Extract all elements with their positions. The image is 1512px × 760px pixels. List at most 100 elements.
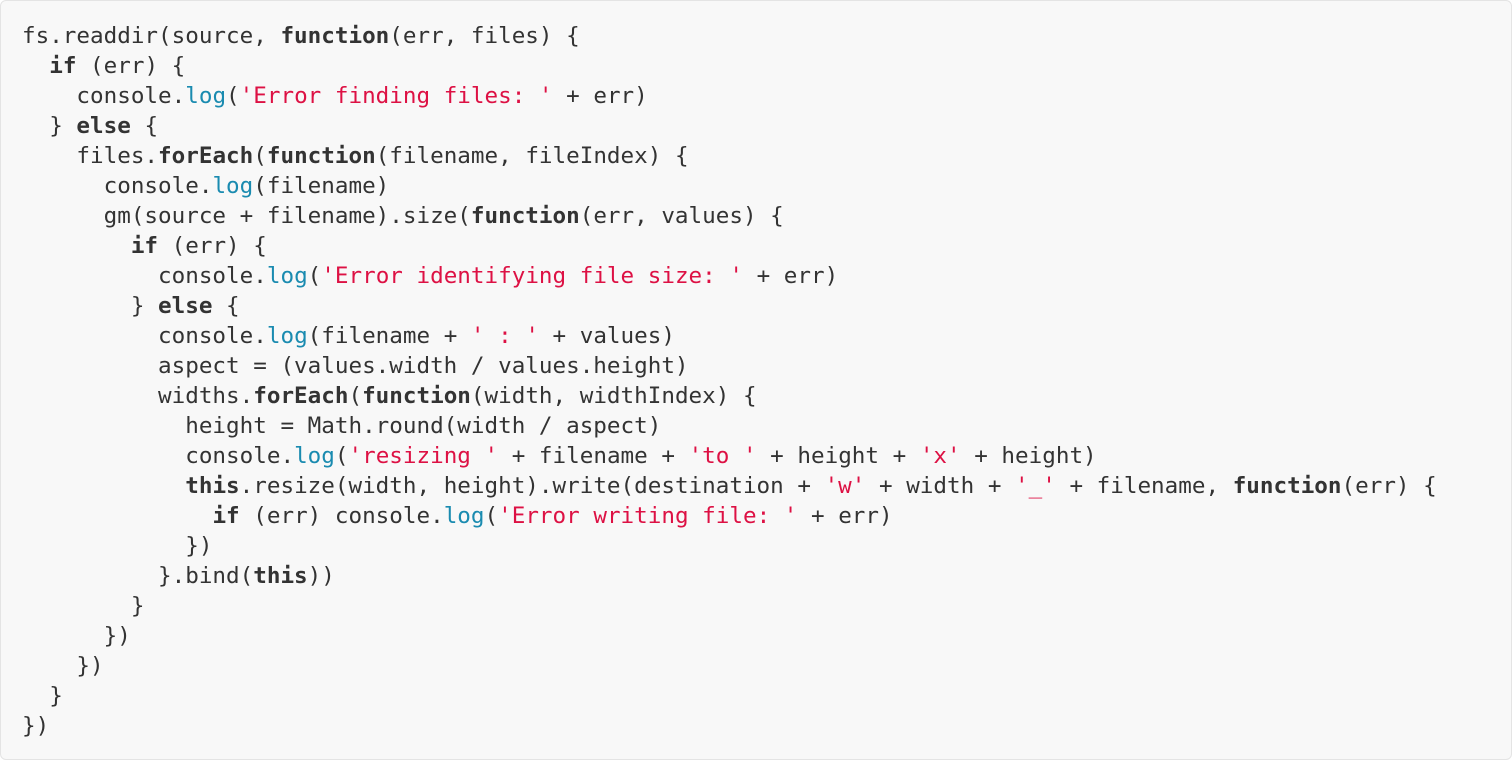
code-token: (	[334, 443, 349, 469]
keyword-token: if	[130, 233, 159, 259]
code-token: (width, widthIndex) {	[470, 383, 757, 409]
keyword-token: this	[185, 473, 240, 499]
keyword-token: function	[470, 203, 580, 229]
code-token: + err)	[742, 263, 839, 289]
code-line: console.log('Error finding files: ' + er…	[22, 81, 1437, 111]
code-token: height = Math.round(width / aspect)	[22, 413, 662, 439]
code-line: this.resize(width, height).write(destina…	[22, 471, 1437, 501]
code-token: files.	[22, 143, 159, 169]
keyword-token: function	[266, 143, 376, 169]
string-token: 'w'	[824, 473, 866, 499]
function-token: log	[266, 263, 308, 289]
code-token: (err, files) {	[389, 23, 580, 49]
code-line: console.log('Error identifying file size…	[22, 261, 1437, 291]
code-token: (filename)	[253, 173, 390, 199]
code-token: widths.	[22, 383, 254, 409]
keyword-token: forEach	[253, 383, 349, 409]
keyword-token: else	[76, 113, 131, 139]
string-token: 'x'	[919, 443, 961, 469]
code-token: })	[22, 713, 50, 739]
code-token: }	[22, 293, 159, 319]
code-line: } else {	[22, 111, 1437, 141]
function-token: log	[294, 443, 335, 469]
code-line: fs.readdir(source, function(err, files) …	[22, 21, 1437, 51]
code-token: {	[212, 293, 240, 319]
code-token: .resize(width, height).write(destination…	[239, 473, 825, 499]
code-line: gm(source + filename).size(function(err,…	[22, 201, 1437, 231]
code-token: + height)	[960, 443, 1097, 469]
keyword-token: function	[280, 23, 390, 49]
function-token: log	[185, 83, 227, 109]
code-token: console.	[22, 263, 267, 289]
code-token	[22, 473, 185, 499]
code-token: (err, values) {	[579, 203, 784, 229]
keyword-token: function	[1232, 473, 1342, 499]
code-token: (	[348, 383, 363, 409]
code-line: if (err) console.log('Error writing file…	[22, 501, 1437, 531]
code-token: {	[130, 113, 159, 139]
keyword-token: if	[49, 53, 77, 79]
code-token: fs.readdir(source,	[22, 23, 281, 49]
code-line: console.log('resizing ' + filename + 'to…	[22, 441, 1437, 471]
string-token: 'Error identifying file size: '	[321, 263, 743, 289]
code-token: gm(source + filename).size(	[22, 203, 471, 229]
code-line: if (err) {	[22, 51, 1437, 81]
code-line: console.log(filename)	[22, 171, 1437, 201]
code-line: files.forEach(function(filename, fileInd…	[22, 141, 1437, 171]
code-token	[22, 503, 212, 529]
keyword-token: else	[158, 293, 213, 319]
code-token: (filename, fileIndex) {	[375, 143, 689, 169]
keyword-token: this	[253, 563, 308, 589]
code-token	[22, 53, 49, 79]
code-line: })	[22, 531, 1437, 561]
code-token: console.	[22, 173, 213, 199]
code-line: })	[22, 711, 1437, 741]
code-token: ))	[307, 563, 335, 589]
code-token: console.	[22, 443, 295, 469]
code-line: }	[22, 591, 1437, 621]
code-line: })	[22, 621, 1437, 651]
code-token: + values)	[538, 323, 675, 349]
code-line: })	[22, 651, 1437, 681]
code-line: } else {	[22, 291, 1437, 321]
string-token: 'Error writing file: '	[498, 503, 798, 529]
code-token: (	[307, 263, 322, 289]
keyword-token: if	[212, 503, 240, 529]
code-line: if (err) {	[22, 231, 1437, 261]
code-token: + err)	[797, 503, 893, 529]
code-token: + err)	[552, 83, 648, 109]
code-token: (err) console.	[239, 503, 444, 529]
code-line: console.log(filename + ' : ' + values)	[22, 321, 1437, 351]
string-token: 'Error finding files: '	[239, 83, 553, 109]
code-token: }	[22, 683, 63, 709]
code-token: (filename +	[307, 323, 471, 349]
function-token: log	[443, 503, 485, 529]
code-content: fs.readdir(source, function(err, files) …	[22, 21, 1437, 741]
code-token: + width +	[865, 473, 1016, 499]
string-token: 'resizing '	[348, 443, 499, 469]
code-token: + filename,	[1055, 473, 1233, 499]
code-token: + filename +	[498, 443, 689, 469]
code-token: }	[22, 593, 145, 619]
code-token: (err) {	[76, 53, 186, 79]
code-token: (	[253, 143, 267, 169]
code-token: }.bind(	[22, 563, 254, 589]
code-line: height = Math.round(width / aspect)	[22, 411, 1437, 441]
function-token: log	[266, 323, 308, 349]
code-token: (	[484, 503, 499, 529]
function-token: log	[212, 173, 254, 199]
code-token: console.	[22, 83, 186, 109]
code-token: (err) {	[158, 233, 267, 259]
code-line: }.bind(this))	[22, 561, 1437, 591]
code-line: aspect = (values.width / values.height)	[22, 351, 1437, 381]
code-token: }	[22, 113, 77, 139]
string-token: ' : '	[470, 323, 539, 349]
code-line: }	[22, 681, 1437, 711]
keyword-token: forEach	[158, 143, 254, 169]
code-line: widths.forEach(function(width, widthInde…	[22, 381, 1437, 411]
code-token: })	[22, 623, 131, 649]
code-token	[22, 233, 131, 259]
code-token: aspect = (values.width / values.height)	[22, 353, 689, 379]
code-token: })	[22, 533, 213, 559]
